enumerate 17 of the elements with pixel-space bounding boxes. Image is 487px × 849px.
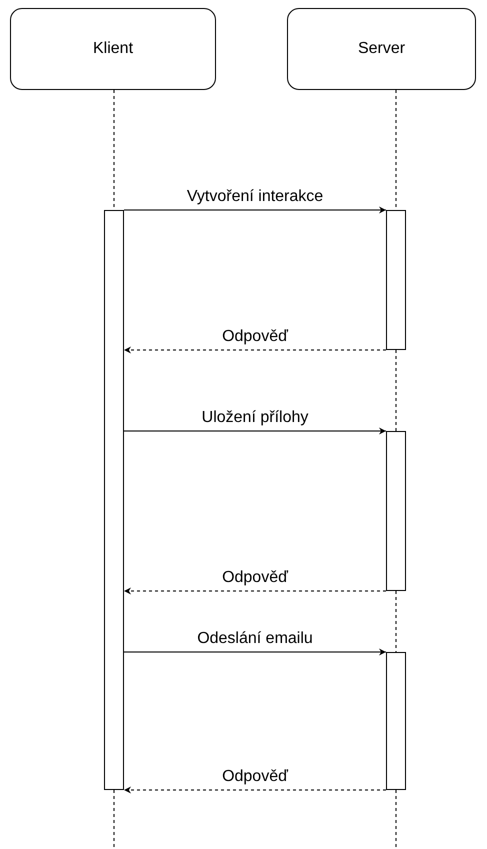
activation-bar [104, 210, 124, 790]
participant-box: Server [287, 8, 476, 90]
message-arrow [124, 428, 386, 434]
return-arrow [124, 588, 386, 594]
activation-bar [386, 652, 406, 790]
return-arrow [124, 346, 386, 354]
participant-box: Klient [10, 8, 216, 90]
message-arrow [124, 206, 386, 214]
edge-label: Odpověď [220, 328, 290, 346]
return-arrow [124, 786, 386, 794]
edge-label: Odpověď [220, 768, 290, 786]
edge-label: Odpověď [220, 569, 290, 587]
edge-label: Vytvoření interakce [184, 188, 326, 206]
activation-bar [386, 210, 406, 350]
edge-label: Uložení přílohy [200, 409, 310, 427]
message-arrow [124, 648, 386, 656]
activation-bar [386, 431, 406, 591]
